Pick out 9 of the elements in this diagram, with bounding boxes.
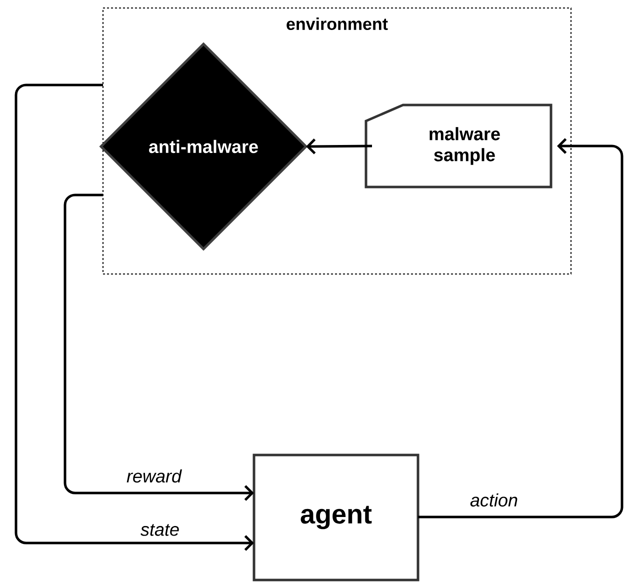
arrow [418, 138, 624, 518]
arrow [64, 194, 254, 501]
arrow [14, 84, 254, 551]
process-box: agent [252, 454, 420, 582]
edge-label: action [468, 492, 520, 508]
edge-label: reward [126, 468, 183, 484]
arrow [306, 138, 372, 154]
edge-label: state [140, 523, 181, 537]
card-box: malware sample [364, 104, 552, 188]
